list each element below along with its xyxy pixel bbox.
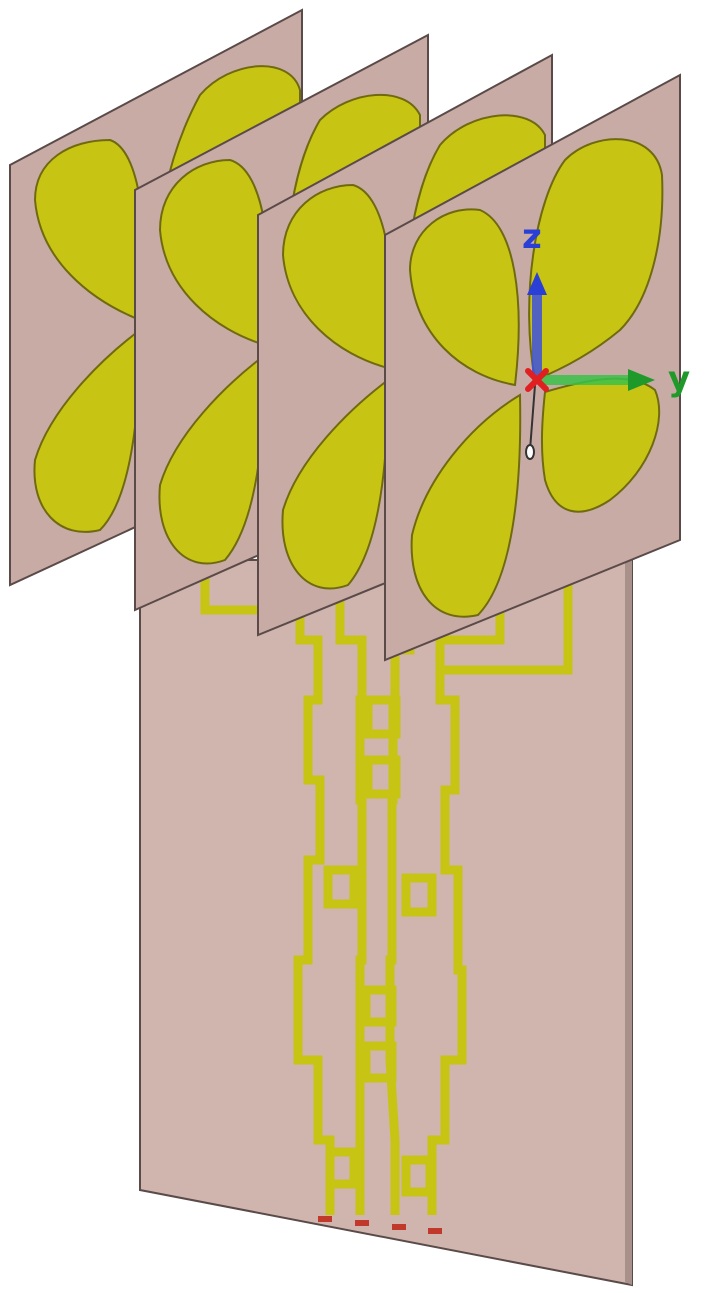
z-axis-arrowhead [527, 272, 547, 295]
element-3-petal-lower-left [281, 377, 390, 590]
feed-ports [318, 1216, 442, 1234]
feed-traces [200, 565, 573, 1215]
feed-probe [529, 384, 536, 451]
feed-board [139, 559, 633, 1287]
z-axis-label: z [522, 217, 542, 257]
element-4-petal-upper-left [408, 208, 520, 387]
feed-substrate-edge [625, 560, 632, 1285]
element-4-petal-upper-right [528, 138, 664, 382]
feed-via [525, 444, 535, 460]
element-1-petal-lower-left [33, 327, 142, 533]
y-axis-label: y [668, 359, 690, 399]
element-4-petal-lower-left [410, 393, 522, 618]
x-axis-marker [525, 368, 549, 392]
coordinate-axes: z y [522, 217, 690, 399]
y-axis-arrowhead [628, 369, 655, 391]
